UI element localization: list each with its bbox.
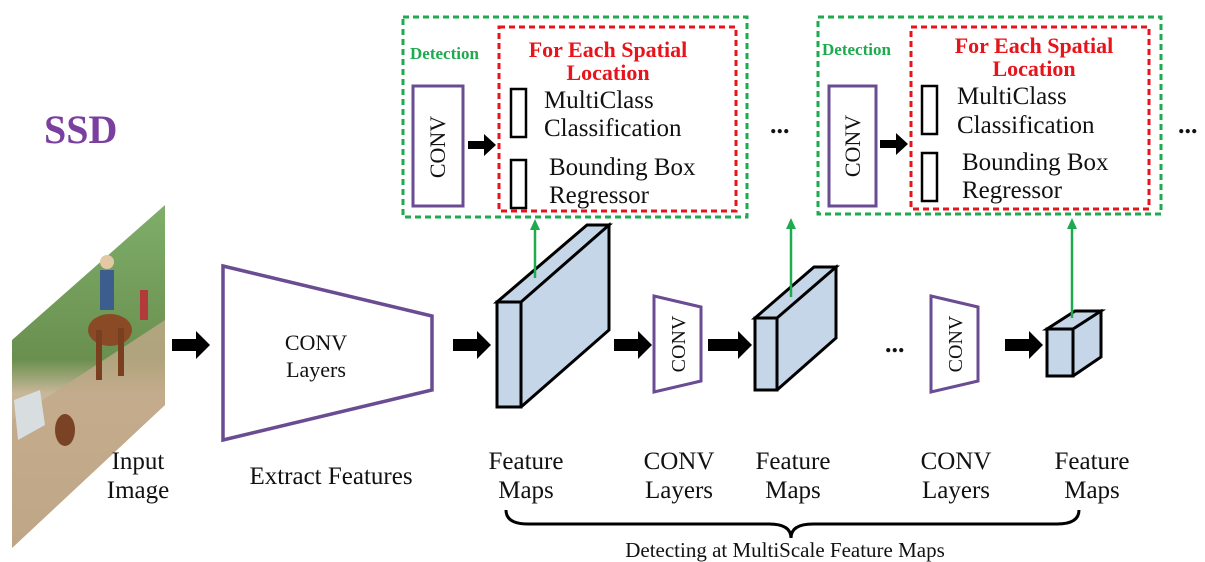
- classification-line2-2: Classification: [957, 112, 1095, 139]
- arrow-conv2-to-feature: [1005, 331, 1043, 359]
- regressor-line1-2: Bounding Box: [962, 149, 1109, 176]
- spatial-heading-2a: For Each Spatial: [955, 33, 1114, 58]
- conv-layers-label-2a: CONV: [921, 448, 992, 475]
- spatial-heading-1b: Location: [566, 60, 649, 85]
- conv-layers-label-1b: Layers: [645, 477, 713, 504]
- detection-conv-box-2: [827, 84, 878, 208]
- diagram-title: SSD: [44, 107, 117, 152]
- extract-features-trapezoid: [221, 263, 434, 443]
- conv-trapezoid-2: [929, 294, 980, 394]
- feature-map-2: [750, 264, 841, 392]
- detection-panel-2: Detection For Each Spatial Location CONV…: [816, 15, 1163, 216]
- regressor-line1-1: Bounding Box: [549, 154, 696, 181]
- classification-marker-2: [920, 84, 939, 136]
- arrow-conv1-to-feature: [708, 331, 752, 359]
- feature-maps-label-1b: Maps: [498, 477, 554, 504]
- conv-layers-main-line2: Layers: [286, 357, 346, 382]
- classification-line2-1: Classification: [544, 115, 682, 142]
- detection-arrows: [530, 218, 1077, 318]
- bottom-caption: Detecting at MultiScale Feature Maps: [625, 538, 945, 562]
- detection-panel-1: Detection For Each Spatial Location CONV…: [401, 15, 749, 219]
- classification-marker-1: [509, 87, 528, 139]
- feature-map-3: [1041, 308, 1107, 378]
- arrow-feature-to-conv1: [614, 331, 652, 359]
- detection-arrow-1: [468, 134, 496, 156]
- feature-maps-label-3b: Maps: [1064, 477, 1120, 504]
- regressor-marker-1: [509, 158, 528, 210]
- detection-arrow-2: [880, 133, 908, 155]
- input-image-label-2: Image: [107, 477, 169, 504]
- input-image-label-1: Input: [112, 448, 165, 475]
- extract-features-label: Extract Features: [249, 463, 412, 490]
- feature-map-1: [492, 222, 613, 409]
- arrow-input-to-conv: [172, 331, 210, 359]
- conv-small-label-2: CONV: [945, 315, 967, 372]
- input-image-photo: [12, 205, 165, 548]
- detection-conv-label-2: CONV: [840, 115, 865, 177]
- classification-line1-2: MultiClass: [957, 83, 1067, 110]
- spatial-heading-2b: Location: [992, 56, 1075, 81]
- conv-layers-label-2b: Layers: [922, 477, 990, 504]
- classification-line1-1: MultiClass: [544, 87, 654, 114]
- arrow-conv-to-feature: [453, 331, 491, 359]
- ellipsis-top-middle: ...: [770, 110, 790, 139]
- conv-trapezoid-1: [652, 294, 703, 394]
- feature-maps-label-2b: Maps: [765, 477, 821, 504]
- conv-layers-main-line1: CONV: [285, 330, 347, 355]
- regressor-line2-2: Regressor: [962, 177, 1063, 204]
- regressor-line2-1: Regressor: [549, 182, 650, 209]
- multiscale-brace: [504, 509, 1081, 539]
- detection-conv-box-1: [411, 84, 465, 208]
- conv-layers-label-1a: CONV: [644, 448, 715, 475]
- flow-arrows: [172, 331, 1043, 359]
- detection-label-2: Detection: [822, 40, 891, 59]
- feature-maps-label-3a: Feature: [1055, 448, 1130, 475]
- feature-maps-label-2a: Feature: [756, 448, 831, 475]
- ellipsis-middle: ...: [885, 329, 905, 358]
- spatial-heading-1a: For Each Spatial: [529, 37, 688, 62]
- detection-label-1: Detection: [410, 44, 479, 63]
- ellipsis-top-right: ...: [1178, 110, 1198, 139]
- detection-conv-label-1: CONV: [425, 116, 450, 178]
- regressor-marker-2: [920, 151, 939, 203]
- conv-small-label-1: CONV: [668, 315, 690, 372]
- feature-maps-label-1a: Feature: [489, 448, 564, 475]
